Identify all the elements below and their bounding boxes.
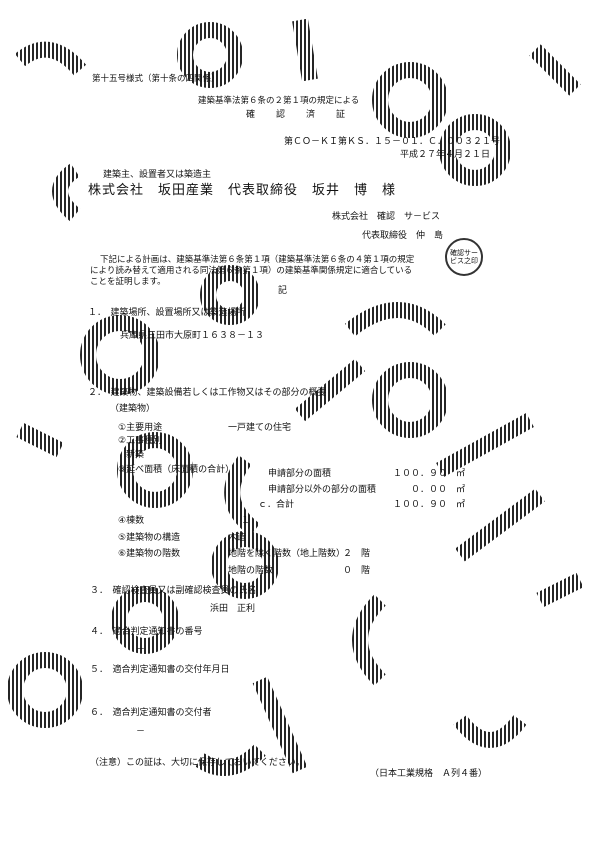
floors-below-label: 地階の階数 bbox=[228, 566, 274, 576]
work-kind-label: ②工事種別 bbox=[118, 436, 163, 446]
issuer-company: 株式会社 確認 サ－ビス bbox=[332, 212, 441, 222]
floors-below-value: ０ 階 bbox=[343, 566, 371, 576]
area-b-label: 申請部分以外の部分の面積 bbox=[268, 485, 377, 495]
main-use-label: ①主要用途 bbox=[118, 423, 163, 433]
building-count-value: １ bbox=[241, 516, 251, 526]
area-a-label: 申請部分の面積 bbox=[268, 469, 332, 479]
form-label: 第十五号様式（第十条の四関係） bbox=[92, 74, 220, 84]
item-6-value: － bbox=[136, 727, 146, 737]
ki-heading: 記 bbox=[278, 286, 288, 296]
seal-text: 確認サービス之印 bbox=[450, 249, 478, 265]
item-2-sub: （建築物） bbox=[110, 404, 156, 414]
floor-area-label: ③延べ面積（床面積の合計） bbox=[118, 465, 235, 475]
item-6-label: ６． 適合判定通知書の交付者 bbox=[90, 708, 212, 718]
floors-above-label: 地階を除く階数（地上階数） bbox=[228, 549, 346, 559]
issue-date: 平成２７年４月２１日 bbox=[399, 150, 490, 160]
item-1-value: 兵庫県三田市大原町１６３８－１３ bbox=[120, 331, 265, 341]
company-seal: 確認サービス之印 bbox=[445, 238, 483, 276]
item-2-label: ２． 建築物、建築設備若しくは工作物又はその部分の概要 bbox=[88, 388, 327, 398]
main-use-value: 一戸建ての住宅 bbox=[228, 423, 292, 433]
note: （注意）この証は、大切に保存しておいてください。 bbox=[90, 758, 305, 768]
item-3-label: ３． 確認検査員又は副確認検査員の氏名 bbox=[90, 586, 257, 596]
work-kind-value: 新築 bbox=[126, 450, 145, 460]
item-3-value: 浜田 正利 bbox=[210, 604, 256, 614]
building-count-label: ④棟数 bbox=[118, 516, 145, 526]
certificate-title: 確 認 済 証 bbox=[246, 110, 352, 120]
addressee-name: 株式会社 坂田産業 代表取締役 坂井 博 様 bbox=[88, 183, 397, 198]
item-1-label: １． 建築場所、設置場所又は築造場所 bbox=[88, 308, 246, 318]
addressee-label: 建築主、設置者又は築造主 bbox=[103, 170, 212, 180]
structure-value: 木造 bbox=[228, 533, 247, 543]
area-c-value: １００．９０ ㎡ bbox=[392, 500, 465, 510]
floors-above-value: ２ 階 bbox=[343, 549, 371, 559]
item-5-label: ５． 適合判定通知書の交付年月日 bbox=[90, 665, 230, 675]
intro-line-3: ことを証明します。 bbox=[90, 277, 166, 287]
item-4-value: － bbox=[136, 645, 146, 655]
intro-line-2: により読み替えて適用される同法第６条第１項）の建築基準関係規定に適合している bbox=[90, 266, 413, 276]
area-a-value: １００．９０ ㎡ bbox=[392, 469, 465, 479]
law-reference: 建築基準法第６条の２第１項の規定による bbox=[198, 96, 360, 106]
issuer-representative: 代表取締役 仲 島 bbox=[362, 231, 444, 241]
area-c-label: ｃ．合計 bbox=[258, 500, 295, 510]
certificate-number: 第ＣＯ－ＫＩ第ＫＳ．１５－０１．Ｃ．００３２１号 bbox=[283, 137, 500, 147]
item-4-label: ４． 適合判定通知書の番号 bbox=[90, 627, 203, 637]
floors-label: ⑥建築物の階数 bbox=[118, 549, 181, 559]
structure-label: ⑤建築物の構造 bbox=[118, 533, 181, 543]
footer-standard: （日本工業規格 Ａ列４番） bbox=[370, 769, 488, 779]
area-b-value: ０．００ ㎡ bbox=[410, 485, 465, 495]
intro-line-1: 下記による計画は、建築基準法第６条第１項（建築基準法第６条の４第１項の規定 bbox=[100, 255, 415, 265]
